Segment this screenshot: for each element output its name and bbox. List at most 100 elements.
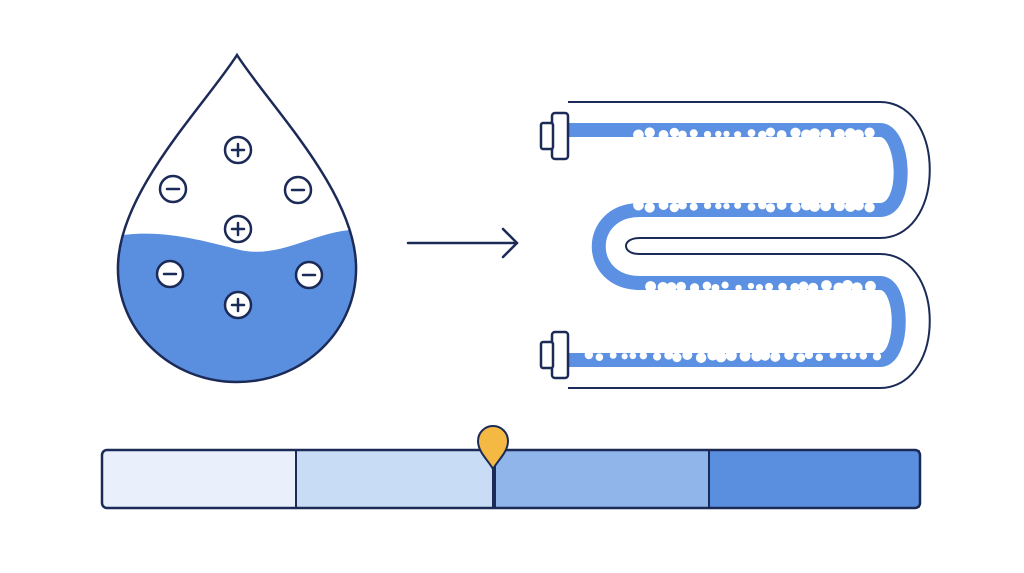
- pipe-scale-deposit: [568, 103, 929, 387]
- limescale-bump: [669, 202, 679, 213]
- limescale-bump: [796, 353, 806, 363]
- scaled-pipe-icon: [539, 101, 931, 389]
- limescale-bump: [666, 282, 677, 293]
- limescale-bump: [809, 128, 820, 140]
- limescale-bump: [821, 280, 832, 291]
- limescale-bump: [715, 130, 722, 138]
- limescale-bump: [801, 199, 812, 211]
- scale-segment-3: [495, 450, 709, 508]
- limescale-bump: [689, 202, 698, 211]
- limescale-bump: [765, 127, 776, 137]
- limescale-bump: [633, 199, 644, 211]
- limescale-bump: [804, 350, 814, 360]
- limescale-bump: [784, 350, 794, 360]
- limescale-bump: [815, 353, 824, 362]
- limescale-bump: [853, 129, 864, 141]
- limescale-bump: [790, 282, 800, 293]
- scale-outline: [100, 448, 922, 510]
- limescale-bump: [833, 128, 845, 140]
- limescale-bump: [639, 351, 648, 360]
- limescale-bump: [672, 352, 682, 363]
- minus-ion-icon: [294, 260, 324, 290]
- limescale-bump: [735, 284, 742, 292]
- limescale-bump: [715, 202, 722, 210]
- limescale-bump: [629, 352, 637, 360]
- limescale-bumps: [584, 127, 882, 363]
- limescale-bump: [747, 282, 755, 290]
- limescale-bump: [664, 350, 674, 360]
- limescale-bump: [801, 129, 812, 141]
- limescale-bump: [621, 353, 628, 360]
- limescale-bump: [657, 282, 669, 293]
- limescale-bump: [609, 351, 617, 359]
- limescale-bump: [669, 127, 679, 138]
- minus-ion-icon: [283, 175, 313, 205]
- limescale-bump: [734, 201, 742, 209]
- limescale-bump: [644, 127, 655, 138]
- limescale-bump: [695, 352, 707, 363]
- limescale-bump: [595, 353, 604, 362]
- limescale-bump: [864, 127, 875, 138]
- minus-ion-icon: [158, 174, 188, 204]
- limescale-bump: [739, 350, 751, 362]
- limescale-bump: [658, 130, 669, 140]
- limescale-bump: [758, 130, 767, 140]
- limescale-bump: [798, 281, 809, 292]
- limescale-bump: [776, 200, 787, 210]
- pipe-end-cap-bottom: [539, 330, 570, 380]
- right-arrow-icon: [406, 227, 519, 259]
- limescale-bump: [770, 351, 781, 362]
- limescale-bump: [833, 282, 845, 294]
- limescale-bump: [809, 200, 820, 212]
- limescale-bump: [723, 130, 730, 137]
- limescale-bump: [678, 200, 687, 210]
- limescale-bump: [776, 130, 787, 140]
- limescale-bump: [689, 129, 698, 138]
- limescale-bump: [790, 202, 801, 213]
- limescale-bump: [807, 282, 819, 294]
- limescale-bump: [778, 282, 787, 292]
- location-pin-icon: [477, 425, 510, 508]
- hardness-scale: [100, 425, 922, 510]
- pipe-end-cap-top: [539, 111, 570, 161]
- scale-segment-2: [296, 450, 495, 508]
- limescale-bump: [676, 281, 687, 292]
- limescale-bump: [653, 352, 662, 361]
- limescale-bump: [678, 130, 687, 140]
- marker-pin: [477, 425, 510, 472]
- limescale-bump: [849, 352, 857, 360]
- minus-ion-icon: [155, 259, 185, 289]
- limescale-bump: [864, 202, 875, 213]
- limescale-bump: [758, 200, 767, 210]
- limescale-bump: [723, 203, 730, 210]
- limescale-bump: [755, 284, 764, 292]
- limescale-bump: [702, 281, 712, 291]
- limescale-bump: [759, 350, 771, 361]
- limescale-bump: [765, 282, 774, 291]
- limescale-bump: [844, 128, 856, 139]
- limescale-bump: [734, 131, 742, 139]
- limescale-bump: [703, 201, 712, 210]
- water-drop: [116, 52, 358, 384]
- limescale-bump: [747, 203, 756, 211]
- limescale-bump: [865, 280, 876, 292]
- ion-group: [155, 135, 324, 320]
- limescale-bump: [703, 130, 712, 139]
- limescale-bump: [820, 128, 832, 140]
- scale-segment-1: [102, 450, 296, 508]
- limescale-bump: [711, 284, 720, 292]
- limescale-bump: [851, 282, 863, 294]
- limescale-bump: [765, 203, 776, 213]
- limescale-bump: [658, 200, 669, 210]
- drop-outline: [116, 52, 358, 384]
- limescale-bump: [844, 201, 856, 212]
- limescale-bump: [715, 351, 727, 363]
- limescale-bump: [645, 281, 657, 292]
- plus-ion-icon: [223, 214, 253, 244]
- plus-ion-icon: [223, 135, 253, 165]
- scale-segment-4: [709, 450, 920, 508]
- limescale-bump: [751, 350, 763, 362]
- limescale-bump: [725, 349, 737, 361]
- limescale-bump: [633, 129, 644, 141]
